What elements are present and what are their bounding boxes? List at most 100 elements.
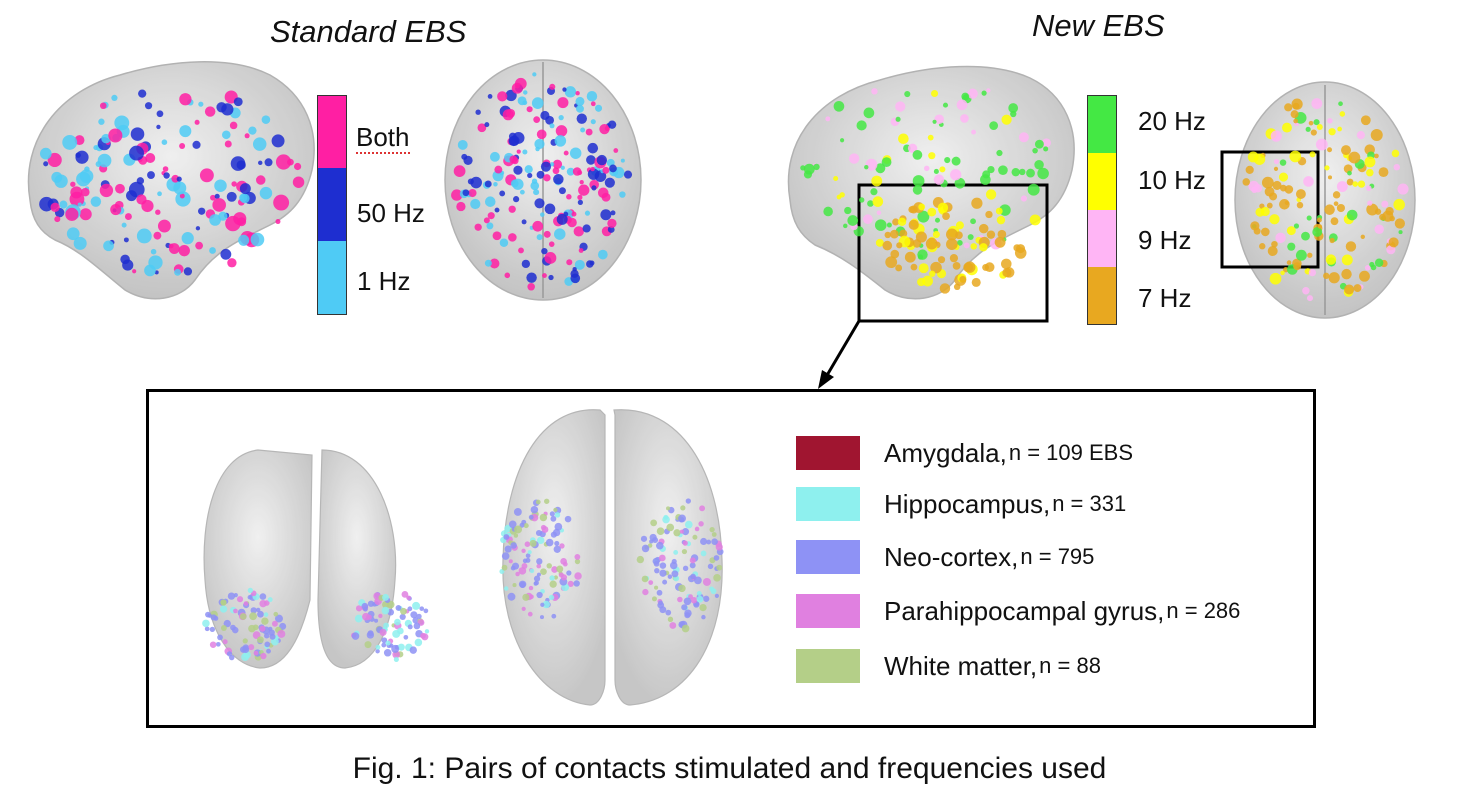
standard-colorbar <box>317 95 347 315</box>
electrode-dot <box>578 248 584 253</box>
electrode-dot <box>656 527 665 536</box>
electrode-dot <box>256 636 264 644</box>
electrode-dot <box>559 543 565 549</box>
electrode-dot <box>1381 200 1389 208</box>
electrode-dot <box>678 584 686 593</box>
electrode-dot <box>996 215 1006 225</box>
electrode-dot <box>1365 185 1372 191</box>
electrode-dot <box>209 214 221 226</box>
electrode-dot <box>1002 268 1012 278</box>
standard-legend-50hz: 50 Hz <box>357 198 425 228</box>
electrode-dot <box>258 160 263 166</box>
electrode-dot <box>996 149 1003 157</box>
electrode-dot <box>572 167 582 176</box>
electrode-dot <box>871 175 883 187</box>
standard-legend-1hz: 1 Hz <box>357 266 411 296</box>
electrode-dot <box>484 259 492 267</box>
electrode-dot <box>526 272 537 283</box>
electrode-dot <box>217 634 223 641</box>
electrode-dot <box>659 606 667 614</box>
electrode-dot <box>554 512 561 518</box>
electrode-dot <box>1332 191 1341 199</box>
electrode-dot <box>532 220 544 232</box>
electrode-dot <box>651 596 657 602</box>
electrode-dot <box>1364 264 1371 271</box>
electrode-dot <box>971 277 981 287</box>
electrode-dot <box>681 548 688 555</box>
electrode-dot <box>195 241 204 250</box>
electrode-dot <box>554 522 563 531</box>
electrode-dot <box>179 193 185 199</box>
electrode-dot <box>391 644 400 653</box>
electrode-dot <box>508 559 513 564</box>
electrode-dot <box>528 514 534 520</box>
electrode-dot <box>99 183 114 198</box>
electrode-dot <box>609 164 617 173</box>
colorbar-segment-1hz <box>318 241 346 314</box>
electrode-dot <box>534 580 539 586</box>
electrode-dot <box>215 641 221 647</box>
electrode-dot <box>587 142 599 154</box>
electrode-dot <box>1328 128 1336 136</box>
electrode-dot <box>1374 258 1384 267</box>
electrode-dot <box>1032 147 1038 154</box>
electrode-dot <box>986 230 996 239</box>
electrode-dot <box>362 612 370 621</box>
electrode-dot <box>194 119 200 125</box>
electrode-dot <box>157 219 171 233</box>
electrode-dot <box>175 191 191 207</box>
electrode-dot <box>163 172 170 179</box>
electrode-dot <box>516 149 521 154</box>
electrode-dot <box>574 259 585 270</box>
electrode-dot <box>1295 249 1307 261</box>
electrode-dot <box>248 624 256 633</box>
electrode-dot <box>1397 183 1409 195</box>
electrode-dot <box>378 613 383 619</box>
electrode-dot <box>650 519 658 527</box>
electrode-dot <box>571 211 577 217</box>
electrode-dot <box>530 505 539 514</box>
electrode-dot <box>949 254 959 263</box>
electrode-dot <box>93 145 99 151</box>
electrode-dot <box>1359 270 1370 282</box>
electrode-dot <box>1370 264 1377 271</box>
electrode-dot <box>897 217 907 227</box>
electrode-dot <box>963 242 970 249</box>
electrode-dot <box>536 591 543 599</box>
electrode-dot <box>1374 208 1382 215</box>
electrode-dot <box>419 606 425 611</box>
electrode-dot <box>43 161 49 167</box>
electrode-dot <box>97 153 112 168</box>
electrode-dot <box>521 606 526 611</box>
electrode-dot <box>613 148 619 153</box>
electrode-dot <box>863 107 875 119</box>
electrode-dot <box>1245 165 1254 174</box>
electrode-dot <box>1394 218 1405 229</box>
electrode-dot <box>709 527 715 533</box>
electrode-dot <box>918 203 926 211</box>
electrode-dot <box>123 237 129 243</box>
electrode-dot <box>1328 272 1340 284</box>
electrode-dot <box>904 90 911 98</box>
electrode-dot <box>1280 270 1285 276</box>
electrode-dot <box>393 656 399 662</box>
electrode-dot <box>499 238 509 247</box>
electrode-dot <box>1019 168 1026 176</box>
electrode-dot <box>698 521 704 527</box>
electrode-dot <box>244 133 250 139</box>
legend-count-parahippocampal: n = 286 <box>1166 598 1241 623</box>
electrode-dot <box>204 106 216 117</box>
electrode-dot <box>424 629 430 634</box>
electrode-dot <box>890 249 900 259</box>
inset-coronal-brain-left <box>203 449 313 669</box>
electrode-dot <box>652 557 660 565</box>
electrode-dot <box>590 166 595 172</box>
electrode-dot <box>1343 164 1353 174</box>
electrode-dot <box>518 580 527 589</box>
electrode-dot <box>552 167 560 175</box>
electrode-dot <box>385 640 391 646</box>
electrode-dot <box>221 130 231 140</box>
electrode-dot <box>715 543 723 551</box>
electrode-dot <box>90 196 102 207</box>
electrode-dot <box>604 177 615 188</box>
